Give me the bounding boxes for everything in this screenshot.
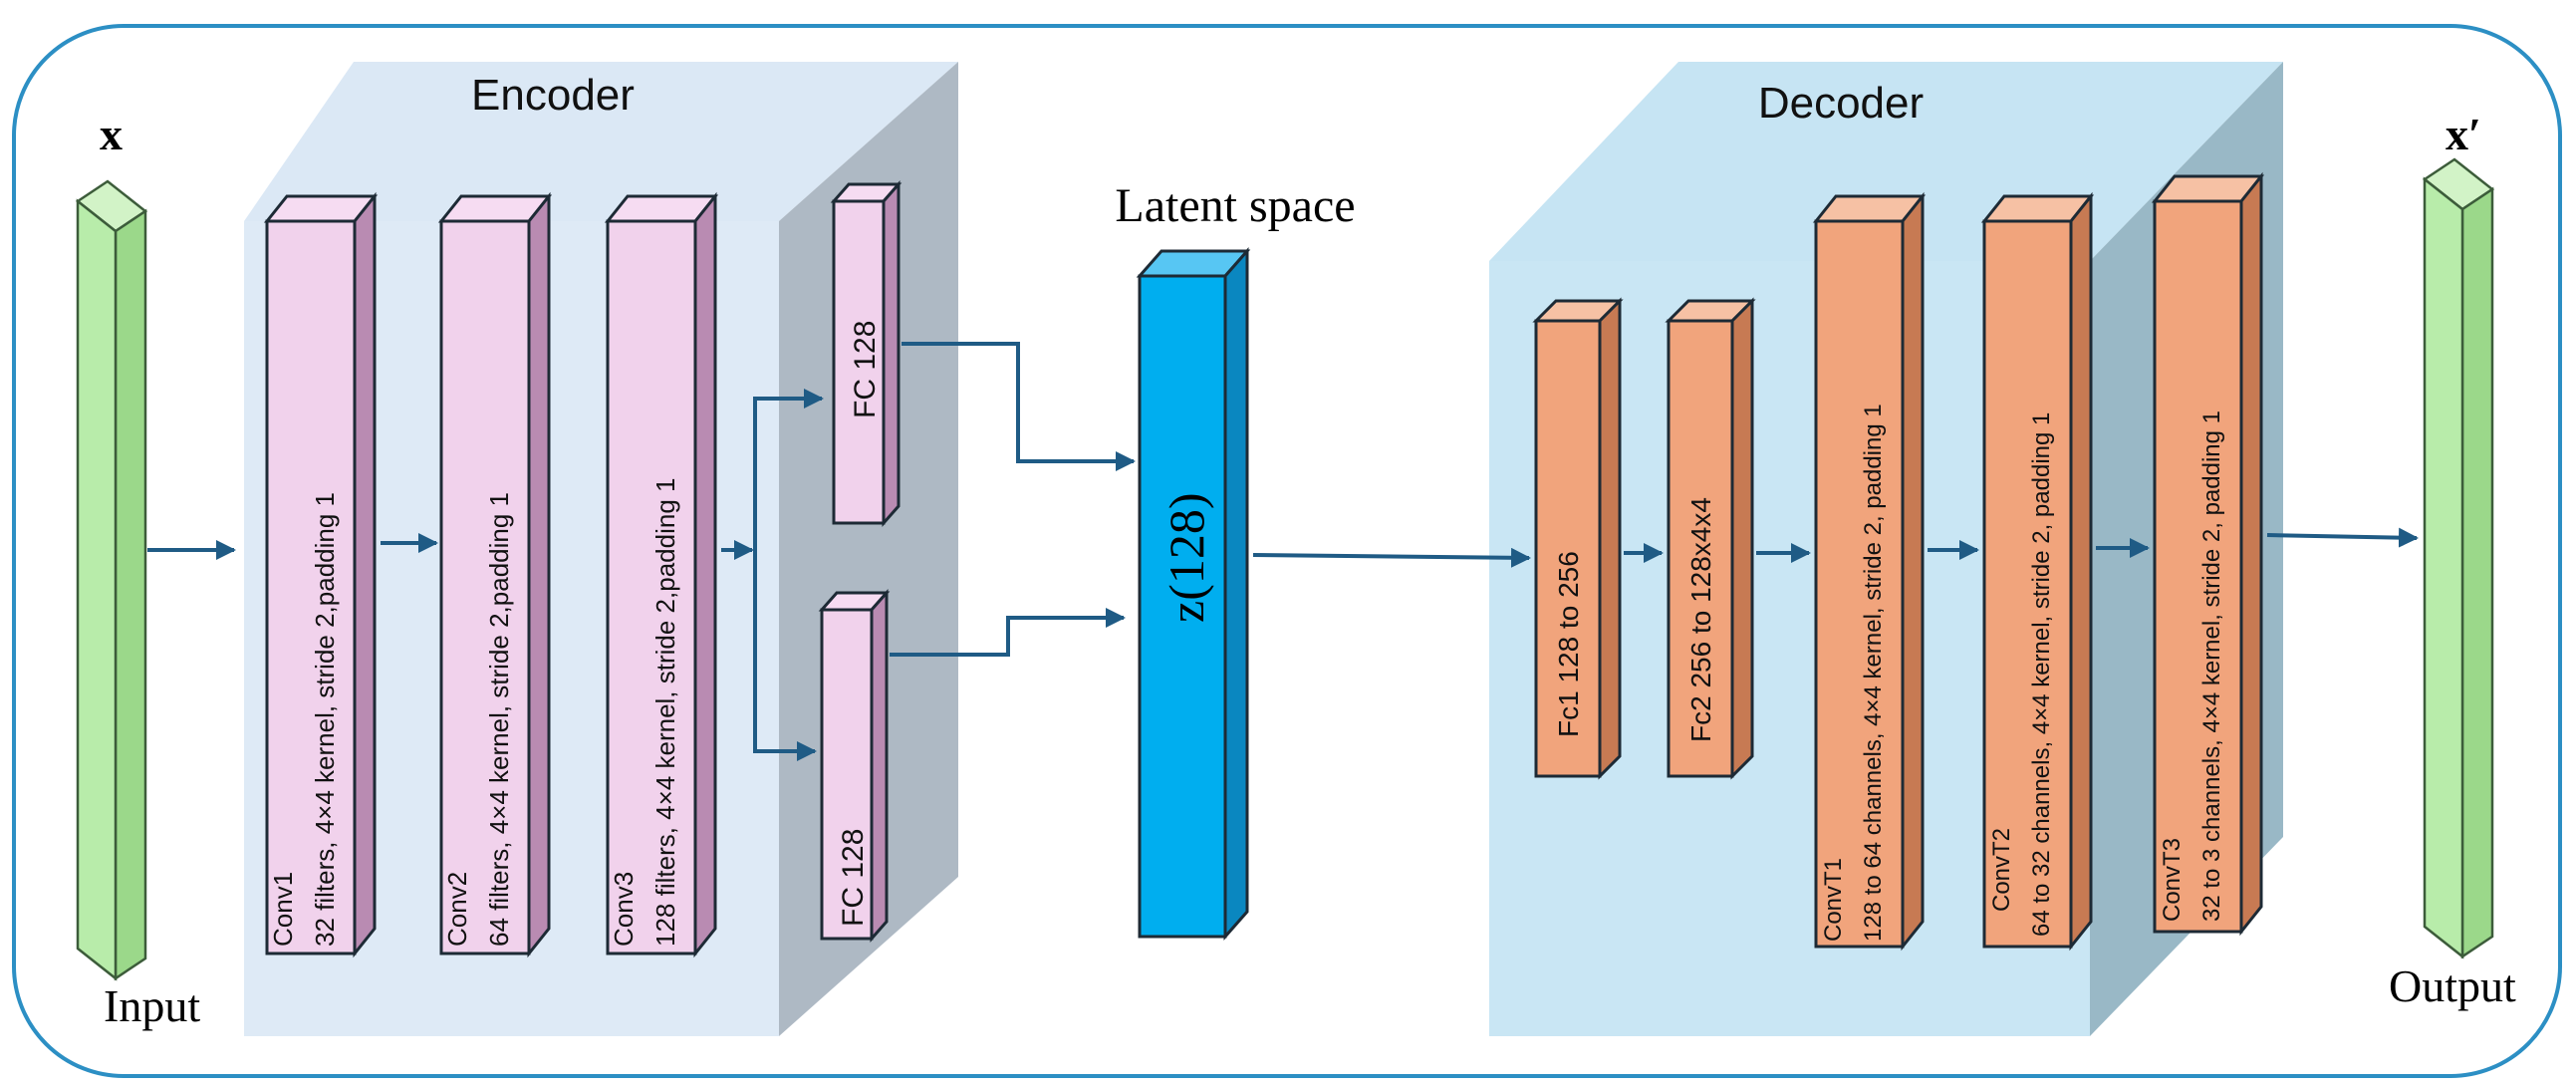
- conv2-desc: 64 filters, 4×4 kernel, stride 2,padding…: [484, 492, 514, 947]
- conv3-block: [604, 191, 719, 958]
- output-bar: [2422, 157, 2495, 959]
- arrow-split-fc-bottom: [753, 550, 817, 761]
- decoder-title: Decoder: [1758, 79, 1924, 128]
- encoder-title: Encoder: [471, 71, 635, 120]
- conv2-block: [437, 191, 553, 958]
- dec-fc2-block: [1665, 297, 1756, 780]
- convt2-name: ConvT2: [1988, 828, 2015, 912]
- convt3-block: [2151, 171, 2265, 937]
- arrow-fc-bottom-latent: [890, 608, 1126, 657]
- input-symbol: x: [100, 109, 123, 159]
- arrow-fc-top-latent: [902, 342, 1136, 471]
- latent-label: z(128): [1159, 493, 1214, 624]
- fc-bottom-block: [818, 589, 891, 943]
- convt1-name: ConvT1: [1820, 858, 1847, 942]
- output-label: Output: [2389, 960, 2516, 1011]
- convt3-name: ConvT3: [2159, 838, 2186, 922]
- arrow-latent-fc1: [1252, 547, 1531, 568]
- latent-block: [1136, 247, 1251, 941]
- conv1-desc: 32 filters, 4×4 kernel, stride 2,padding…: [310, 492, 340, 947]
- arrow-split-fc-top: [753, 389, 824, 550]
- dec-fc1-block: [1532, 297, 1624, 780]
- dec-fc1-label: Fc1 128 to 256: [1553, 551, 1584, 737]
- conv2-name: Conv2: [442, 872, 472, 947]
- latent-title: Latent space: [1115, 179, 1355, 232]
- arrow-convt3-output: [2266, 527, 2419, 548]
- convt1-desc: 128 to 64 channels, 4×4 kernel, stride 2…: [1860, 404, 1887, 942]
- input-bar: [75, 179, 148, 981]
- convt3-desc: 32 to 3 channels, 4×4 kernel, stride 2, …: [2198, 410, 2225, 922]
- conv3-desc: 128 filters, 4×4 kernel, stride 2,paddin…: [650, 478, 680, 947]
- output-symbol: x′: [2446, 109, 2481, 159]
- convt1-block: [1812, 191, 1927, 952]
- conv3-name: Conv3: [609, 872, 639, 947]
- conv1-name: Conv1: [268, 872, 298, 947]
- conv1-block: [263, 191, 379, 958]
- fc-top-label: FC 128: [849, 321, 882, 418]
- dec-fc2-label: Fc2 256 to 128x4x4: [1685, 497, 1716, 742]
- fc-top-block: [830, 180, 902, 527]
- input-label: Input: [104, 980, 200, 1031]
- convt2-block: [1980, 191, 2095, 952]
- convt2-desc: 64 to 32 channels, 4×4 kernel, stride 2,…: [2028, 412, 2055, 937]
- fc-bottom-label: FC 128: [837, 829, 870, 927]
